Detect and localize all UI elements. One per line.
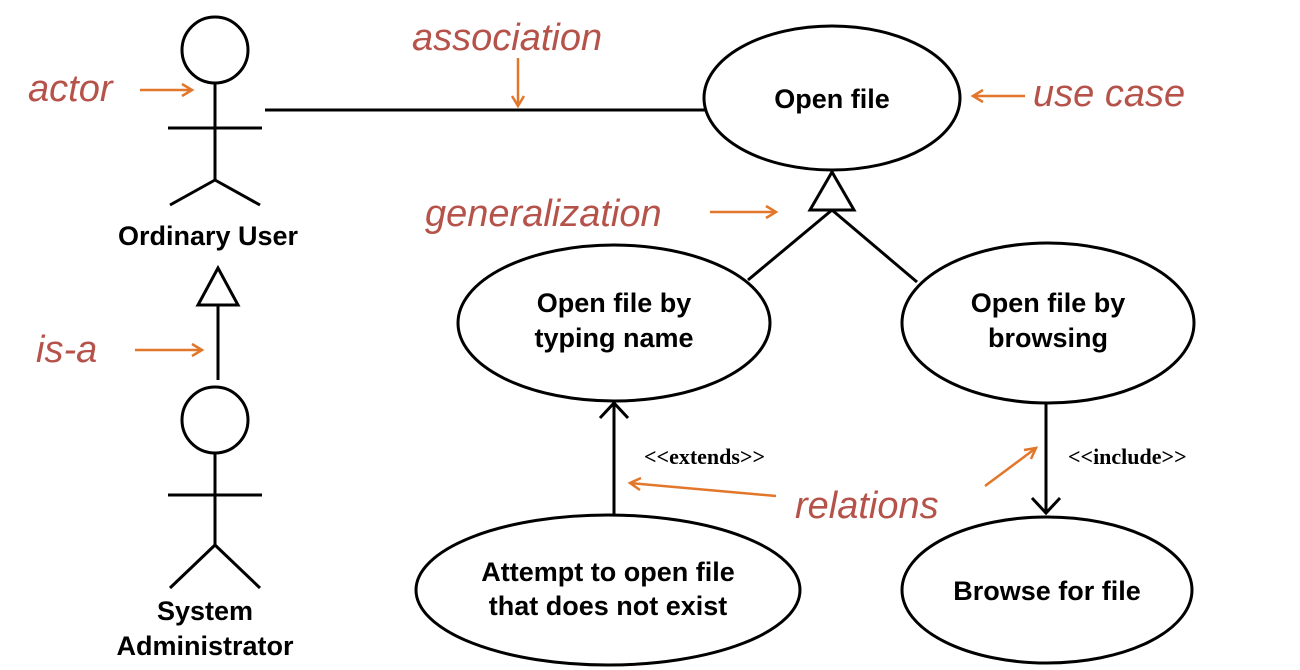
extends-stereotype: <<extends>> bbox=[644, 444, 765, 469]
annotation-arrow-actor bbox=[140, 82, 195, 98]
annotation-actor: actor bbox=[28, 68, 114, 110]
use-case-label-browsing-2: browsing bbox=[988, 323, 1108, 353]
include-stereotype: <<include>> bbox=[1068, 444, 1187, 469]
annotation-arrow-relations-right bbox=[984, 446, 1039, 488]
actor-label-system-admin-1: System bbox=[157, 596, 253, 626]
use-case-browsing bbox=[900, 241, 1196, 405]
annotation-use-case: use case bbox=[1033, 73, 1185, 115]
actor-ordinary-user bbox=[168, 15, 262, 207]
generalization-triangle bbox=[807, 169, 857, 212]
extends-relation bbox=[598, 400, 630, 518]
annotation-is-a: is-a bbox=[36, 329, 97, 371]
use-case-label-attempt-1: Attempt to open file bbox=[481, 557, 734, 587]
actor-system-administrator bbox=[168, 385, 262, 590]
use-case-label-typing-2: typing name bbox=[534, 323, 693, 353]
annotation-arrow-association bbox=[510, 58, 526, 109]
use-case-browse-for-file bbox=[900, 515, 1194, 665]
use-case-label-browse: Browse for file bbox=[953, 576, 1141, 606]
include-relation bbox=[1030, 403, 1062, 516]
annotation-generalization: generalization bbox=[425, 193, 662, 235]
actor-generalization bbox=[195, 264, 241, 380]
use-case-label-open-file: Open file bbox=[774, 84, 890, 114]
annotation-relations: relations bbox=[795, 485, 939, 527]
use-case-label-typing-1: Open file by bbox=[537, 288, 692, 318]
annotation-association: association bbox=[412, 17, 602, 59]
use-case-attempt-open bbox=[414, 513, 802, 667]
annotation-arrow-use-case bbox=[970, 88, 1025, 104]
annotation-arrow-is-a bbox=[135, 342, 205, 358]
actor-label-ordinary-user: Ordinary User bbox=[118, 221, 299, 251]
generalization-line-left bbox=[747, 208, 833, 282]
generalization-line-right bbox=[831, 208, 918, 284]
use-case-label-browsing-1: Open file by bbox=[971, 288, 1126, 318]
annotation-arrow-generalization bbox=[710, 204, 779, 220]
use-case-label-attempt-2: that does not exist bbox=[489, 591, 728, 621]
actor-label-system-admin-2: Administrator bbox=[116, 631, 294, 661]
annotation-arrow-relations-left bbox=[627, 476, 777, 498]
